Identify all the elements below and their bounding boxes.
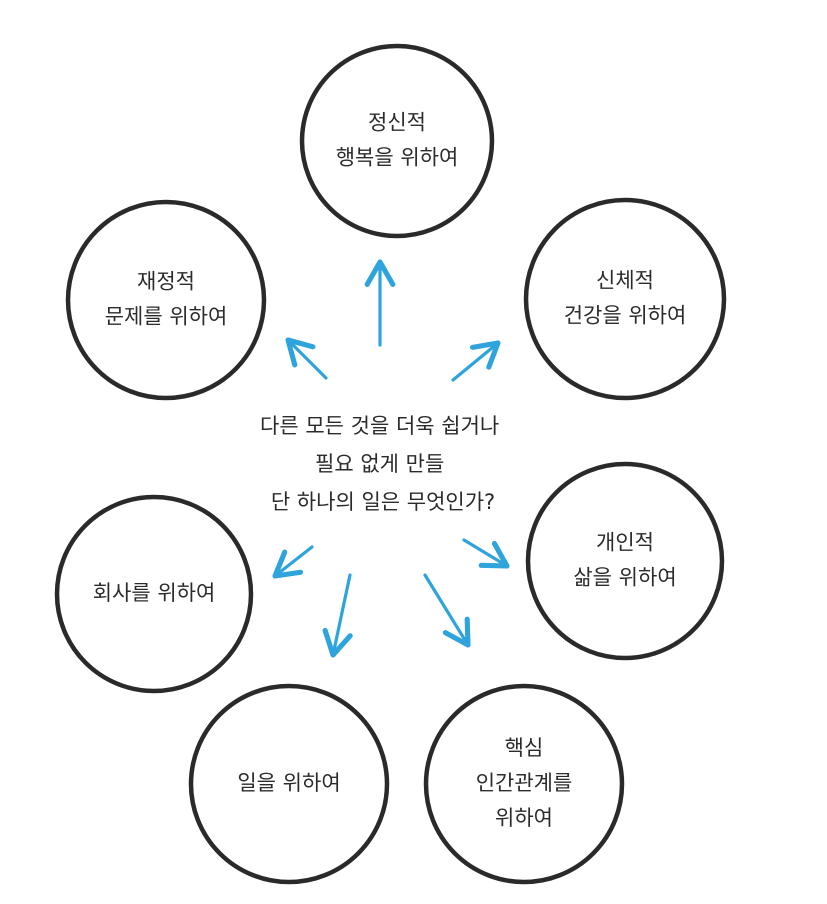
arrows-layer	[272, 259, 510, 658]
center-question-line: 필요 없게 만들	[315, 452, 444, 476]
arrow-financial	[285, 337, 328, 380]
arrow-personal	[462, 538, 510, 569]
node-label-line: 인간관계를	[476, 771, 573, 795]
arrow-physical	[451, 340, 501, 382]
node-circle	[523, 197, 727, 401]
node-label-line: 회사를 위하여	[93, 581, 216, 605]
arrow-work	[322, 573, 353, 658]
node-circle	[188, 683, 390, 885]
center-question: 다른 모든 것을 더욱 쉽거나 필요 없게 만들 단 하나의 일은 무엇인가?	[260, 414, 506, 514]
center-question-line: 다른 모든 것을 더욱 쉽거나	[260, 414, 499, 438]
node-circle	[525, 461, 725, 661]
node-circle	[54, 494, 254, 694]
center-question-line: 단 하나의 일은 무엇인가?	[271, 490, 495, 514]
node-circle	[65, 199, 267, 401]
arrow-company	[272, 545, 314, 579]
node-circle	[299, 43, 495, 239]
node-label-line: 정신적	[368, 111, 426, 135]
node-label-line: 삶을 위하여	[573, 566, 676, 590]
node-work: 일을 위하여	[188, 683, 390, 885]
node-label-line: 신체적	[596, 269, 654, 293]
node-company: 회사를 위하여	[54, 494, 254, 694]
node-label-line: 핵심	[505, 736, 544, 760]
node-label-line: 개인적	[596, 531, 654, 555]
arrow-relationships	[423, 573, 471, 648]
node-label-line: 행복을 위하여	[336, 146, 459, 170]
node-label: 회사를 위하여	[93, 581, 216, 605]
node-label-line: 문제를 위하여	[105, 305, 228, 329]
node-label: 일을 위하여	[237, 771, 340, 795]
node-label-line: 일을 위하여	[237, 771, 340, 795]
node-label-line: 재정적	[137, 270, 195, 294]
node-circle	[423, 683, 625, 885]
node-label-line: 위하여	[495, 806, 553, 830]
node-label-line: 건강을 위하여	[564, 304, 687, 328]
